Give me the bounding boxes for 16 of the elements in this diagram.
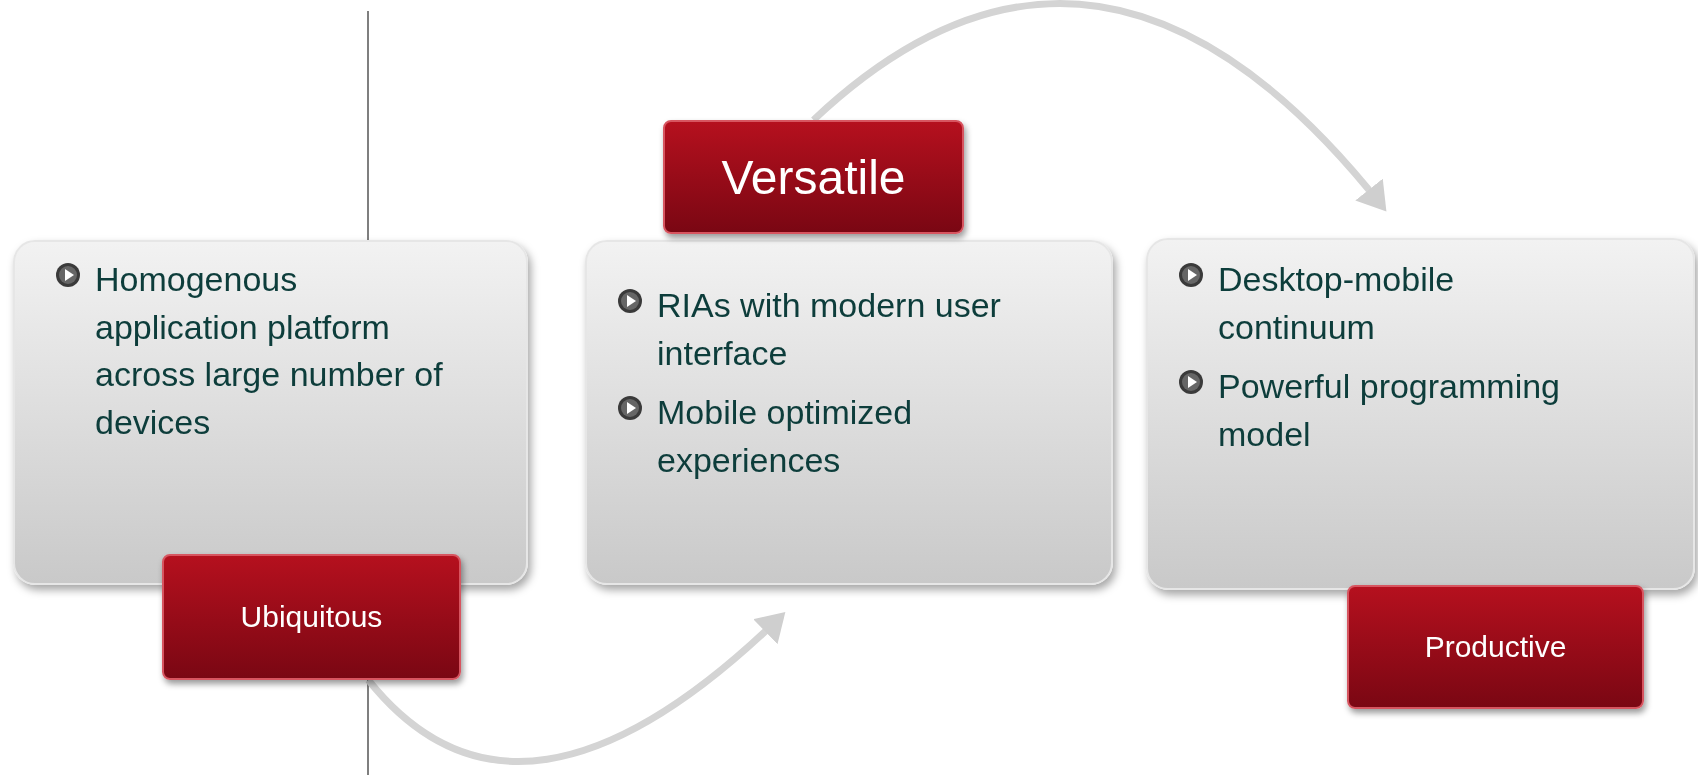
label-box <box>663 120 964 234</box>
content-box <box>13 240 528 585</box>
label-text: Productive <box>1424 630 1567 664</box>
curved-arrow <box>365 612 786 765</box>
bullet-text: Desktop-mobile continuum <box>1218 259 1456 348</box>
label-box <box>162 554 461 680</box>
bullet-text: Powerful programming model <box>1218 366 1562 455</box>
label-text: Ubiquitous <box>240 600 383 634</box>
curved-arrow <box>811 0 1387 212</box>
bullet-text: Mobile optimized experiences <box>657 392 914 481</box>
content-box <box>1146 238 1695 590</box>
bullet-text: Homogenous application platform across large number of devices <box>95 259 444 443</box>
content-box <box>585 240 1113 585</box>
label-text: Versatile <box>721 149 906 205</box>
label-box <box>1347 585 1644 709</box>
bullet-text: RIAs with modern user interface <box>657 285 1002 374</box>
